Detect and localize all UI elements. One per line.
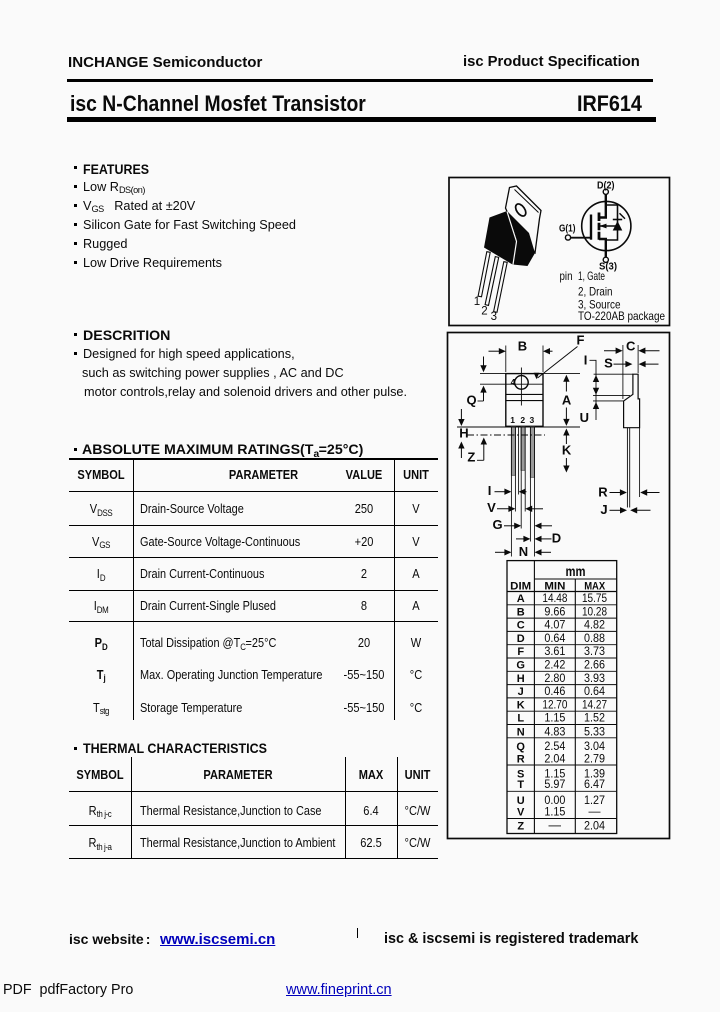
svg-text:3.04: 3.04 bbox=[584, 741, 606, 753]
svg-text:N: N bbox=[519, 544, 528, 559]
svg-text:V: V bbox=[487, 500, 496, 515]
svg-text:L: L bbox=[517, 713, 524, 725]
svg-text:0.88: 0.88 bbox=[584, 633, 605, 645]
svg-text:S(3): S(3) bbox=[599, 261, 617, 273]
svg-text:2.66: 2.66 bbox=[584, 660, 605, 672]
svg-text:mm: mm bbox=[566, 564, 586, 579]
svg-text:D(2): D(2) bbox=[597, 180, 615, 192]
svg-text:pin: pin bbox=[560, 269, 573, 283]
svg-text:TO-220AB package: TO-220AB package bbox=[578, 309, 665, 323]
svg-text:1.27: 1.27 bbox=[584, 795, 605, 807]
svg-text:6.47: 6.47 bbox=[584, 779, 605, 791]
svg-text:B: B bbox=[517, 606, 525, 618]
svg-text:2.80: 2.80 bbox=[544, 673, 565, 685]
svg-text:3.61: 3.61 bbox=[544, 646, 565, 658]
svg-text:2.79: 2.79 bbox=[584, 753, 605, 765]
svg-text:F: F bbox=[517, 646, 524, 658]
svg-text:2.04: 2.04 bbox=[584, 820, 606, 832]
svg-text:4: 4 bbox=[511, 377, 516, 387]
svg-text:3.93: 3.93 bbox=[584, 673, 605, 685]
svg-text:0.64: 0.64 bbox=[544, 633, 566, 645]
svg-text:S: S bbox=[604, 355, 613, 370]
svg-text:3.73: 3.73 bbox=[584, 646, 605, 658]
svg-text:0.46: 0.46 bbox=[544, 686, 565, 698]
svg-text:J: J bbox=[518, 686, 524, 698]
svg-text:14.48: 14.48 bbox=[542, 593, 567, 605]
svg-text:MAX: MAX bbox=[584, 581, 606, 593]
svg-text:K: K bbox=[562, 443, 572, 458]
svg-text:4.07: 4.07 bbox=[544, 620, 565, 632]
svg-text:I: I bbox=[488, 483, 492, 498]
svg-text:2.42: 2.42 bbox=[544, 660, 565, 672]
svg-text:3, Source: 3, Source bbox=[578, 297, 621, 311]
svg-text:D: D bbox=[517, 633, 525, 645]
svg-text:S: S bbox=[517, 769, 524, 781]
svg-text:G(1): G(1) bbox=[559, 222, 576, 234]
svg-text:2: 2 bbox=[481, 306, 487, 318]
svg-text:1, Gate: 1, Gate bbox=[578, 269, 605, 283]
svg-text:H: H bbox=[459, 425, 468, 440]
svg-text:H: H bbox=[517, 673, 525, 685]
svg-text:10.28: 10.28 bbox=[582, 606, 607, 618]
svg-text:Z: Z bbox=[517, 820, 524, 832]
svg-text:2.04: 2.04 bbox=[544, 753, 566, 765]
svg-text:Z: Z bbox=[467, 449, 475, 464]
svg-text:2, Drain: 2, Drain bbox=[578, 284, 613, 298]
svg-text:G: G bbox=[516, 660, 525, 672]
svg-text:B: B bbox=[518, 339, 527, 354]
svg-text:A: A bbox=[517, 593, 525, 605]
svg-text:15.75: 15.75 bbox=[582, 593, 607, 605]
svg-text:Q: Q bbox=[516, 741, 525, 753]
svg-text:1: 1 bbox=[474, 296, 480, 308]
svg-text:Q: Q bbox=[466, 393, 476, 408]
svg-text:R: R bbox=[598, 484, 608, 499]
svg-text:4.83: 4.83 bbox=[544, 726, 565, 738]
svg-text:T: T bbox=[517, 779, 524, 791]
svg-text:U: U bbox=[517, 795, 525, 807]
svg-text:1.15: 1.15 bbox=[544, 769, 565, 781]
svg-text:1.15: 1.15 bbox=[544, 807, 565, 819]
svg-text:C: C bbox=[626, 338, 636, 353]
svg-text:J: J bbox=[600, 502, 607, 517]
svg-text:A: A bbox=[562, 393, 572, 408]
svg-text:N: N bbox=[517, 726, 525, 738]
svg-text:DIM: DIM bbox=[510, 581, 531, 593]
svg-text:U: U bbox=[580, 410, 589, 425]
svg-text:R: R bbox=[517, 753, 525, 765]
svg-text:1: 1 bbox=[510, 415, 515, 425]
svg-text:3: 3 bbox=[530, 415, 535, 425]
svg-text:I: I bbox=[584, 352, 588, 367]
svg-text:12.70: 12.70 bbox=[542, 699, 567, 711]
svg-text:V: V bbox=[517, 807, 525, 819]
svg-text:K: K bbox=[517, 699, 525, 711]
svg-text:5.33: 5.33 bbox=[584, 726, 605, 738]
svg-text:0.00: 0.00 bbox=[544, 795, 565, 807]
svg-text:9.66: 9.66 bbox=[544, 606, 565, 618]
svg-text:14.27: 14.27 bbox=[582, 699, 607, 711]
svg-text:0.64: 0.64 bbox=[584, 686, 606, 698]
svg-text:G: G bbox=[492, 517, 502, 532]
svg-text:2.54: 2.54 bbox=[544, 741, 566, 753]
svg-text:1.15: 1.15 bbox=[544, 713, 565, 725]
svg-text:5.97: 5.97 bbox=[544, 779, 565, 791]
svg-text:2: 2 bbox=[520, 415, 525, 425]
svg-text:1.39: 1.39 bbox=[584, 769, 605, 781]
svg-text:C: C bbox=[517, 620, 525, 632]
svg-text:3: 3 bbox=[491, 311, 497, 323]
svg-text:4.82: 4.82 bbox=[584, 620, 605, 632]
svg-text:1.52: 1.52 bbox=[584, 713, 605, 725]
svg-text:MIN: MIN bbox=[544, 581, 565, 593]
svg-text:F: F bbox=[577, 332, 585, 347]
svg-text:D: D bbox=[552, 530, 561, 545]
